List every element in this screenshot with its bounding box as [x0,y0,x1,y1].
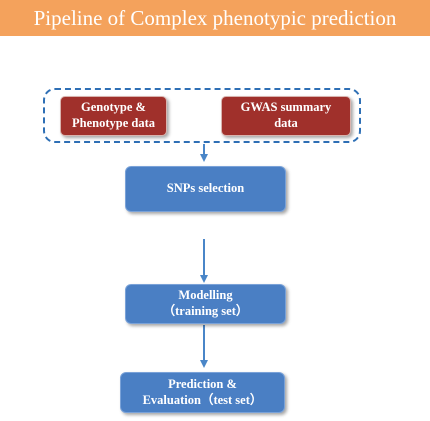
prediction-box-line1: Prediction & [168,376,237,391]
genotype-phenotype-data-box: Genotype & Phenotype data [60,96,167,136]
genotype-box-line2: Phenotype data [72,116,155,130]
modelling-box-line1: Modelling [178,288,233,303]
title-bar: Pipeline of Complex phenotypic predictio… [0,0,430,36]
snps-selection-box: SNPs selection [125,166,286,212]
genotype-box-line1: Genotype & [81,100,146,115]
prediction-box-line2: Evaluation（test set） [142,392,263,407]
gwas-box-line2: data [274,116,298,130]
prediction-evaluation-box: Prediction & Evaluation（test set） [120,372,285,413]
gwas-box-line1: GWAS summary [240,100,332,115]
gwas-summary-data-box: GWAS summary data [221,96,351,136]
input-data-group-frame [43,88,361,143]
snps-box-label: SNPs selection [166,181,245,196]
page-title: Pipeline of Complex phenotypic predictio… [33,5,397,30]
modelling-box-line2: （training set） [162,304,249,318]
modelling-box: Modelling （training set） [125,284,286,324]
